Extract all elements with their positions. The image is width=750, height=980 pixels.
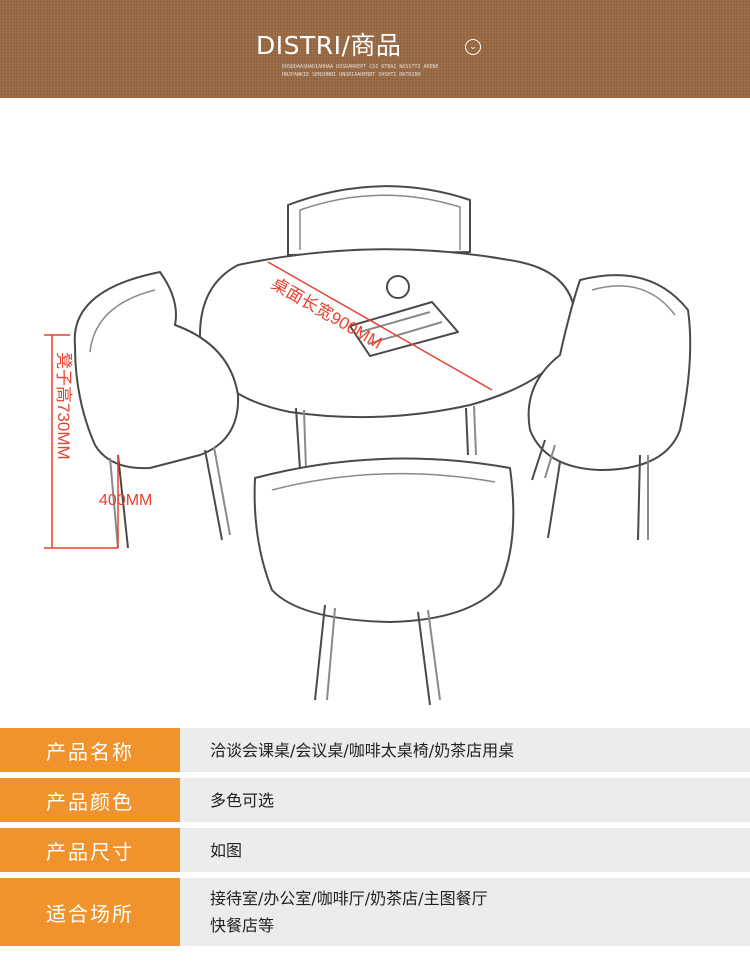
spec-value: 接待室/办公室/咖啡厅/奶茶店/主图餐厅 快餐店等 [210,878,730,946]
spec-value-line: 快餐店等 [210,916,275,935]
banner-subtitle-line2: HNJPANKIE SENSHNNI UNSRIAAHENBT SHSHTI D… [282,72,421,78]
chevron-circle-icon: ⌄ [465,39,481,55]
banner-title: DISTRI/商品 [256,31,402,60]
chair-leg [314,604,326,701]
spec-table: 产品名称 洽谈会课桌/会议桌/咖啡太桌椅/奶茶店用桌 产品颜色 多色可选 产品尺… [0,728,750,980]
table-leg [295,407,301,471]
left-chair [73,271,240,470]
spec-value-line: 如图 [210,840,243,860]
spec-value: 洽谈会课桌/会议桌/咖啡太桌椅/奶茶店用桌 [210,728,730,772]
spec-value-line: 洽谈会课桌/会议桌/咖啡太桌椅/奶茶店用桌 [210,740,515,760]
back-chair [287,185,471,256]
spec-label: 产品尺寸 [0,828,180,872]
spec-label: 适合场所 [0,878,180,946]
table-size-line [267,261,493,391]
chair-leg [637,454,641,541]
chair-leg [417,611,431,706]
table-decor-ball [386,275,410,299]
spec-value-line: 多色可选 [210,790,275,810]
seat-height-label: 400MM [99,492,152,509]
spec-row-name: 产品名称 洽谈会课桌/会议桌/咖啡太桌椅/奶茶店用桌 [0,728,750,772]
spec-label: 产品名称 [0,728,180,772]
spec-value: 如图 [210,828,730,872]
table-chairs-drawing: 桌面长宽900MM 凳子高730MM 400MM [44,185,692,706]
chair-leg [531,439,546,481]
front-chair [253,457,515,623]
right-chair [527,274,692,471]
spec-row-venue: 适合场所 接待室/办公室/咖啡厅/奶茶店/主图餐厅 快餐店等 [0,878,750,946]
spec-row-color: 产品颜色 多色可选 [0,778,750,822]
spec-label: 产品颜色 [0,778,180,822]
table-decor-tray [349,301,459,357]
chair-leg [547,461,561,539]
spec-value: 多色可选 [210,778,730,822]
chair-leg [117,454,129,549]
product-illustration: 桌面长宽900MM 凳子高730MM 400MM [0,98,750,723]
header-banner: DISTRI/商品 DOSDDAASHADIAHHAA DOSDARREPT C… [0,0,750,98]
banner-subtitle-line1: DOSDDAASHADIAHHAA DOSDARREPT CSI DTBAI N… [282,64,439,70]
spec-value-line: 接待室/办公室/咖啡厅/奶茶店/主图餐厅 [210,889,488,908]
table-leg [465,407,469,456]
spec-row-size: 产品尺寸 如图 [0,828,750,872]
stool-height-label: 凳子高730MM [54,352,73,460]
chair-leg [204,449,223,541]
